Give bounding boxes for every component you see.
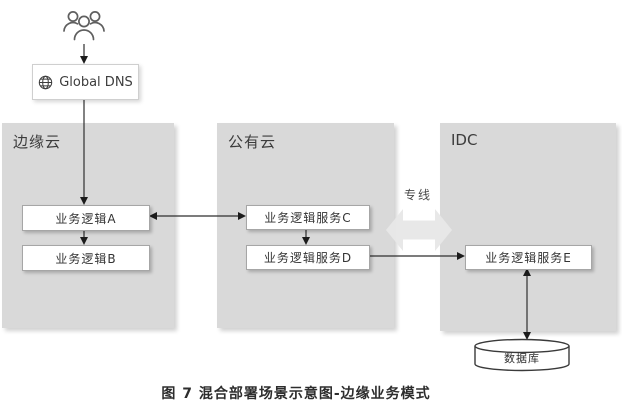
users-icon (63, 11, 105, 41)
figure-caption: 图 7 混合部署场景示意图-边缘业务模式 (161, 386, 431, 402)
business-logic-service-d-node: 业务逻辑服务D (246, 245, 370, 270)
edge-cloud-title: 边缘云 (13, 133, 62, 151)
global-dns-node: Global DNS (32, 64, 139, 100)
business-logic-service-e-node: 业务逻辑服务E (465, 245, 592, 270)
public-cloud-title: 公有云 (228, 133, 277, 151)
business-logic-service-c-node: 业务逻辑服务C (246, 205, 370, 230)
idc-title: IDC (451, 131, 478, 149)
idc-panel: IDC (440, 123, 616, 331)
business-logic-a-node: 业务逻辑A (22, 205, 150, 231)
dedicated-line-label: 专线 (403, 188, 432, 202)
global-dns-label: Global DNS (59, 74, 133, 90)
database-label: 数据库 (504, 352, 540, 365)
globe-icon (38, 75, 53, 90)
database-cylinder (474, 338, 570, 372)
business-logic-b-node: 业务逻辑B (22, 245, 150, 271)
